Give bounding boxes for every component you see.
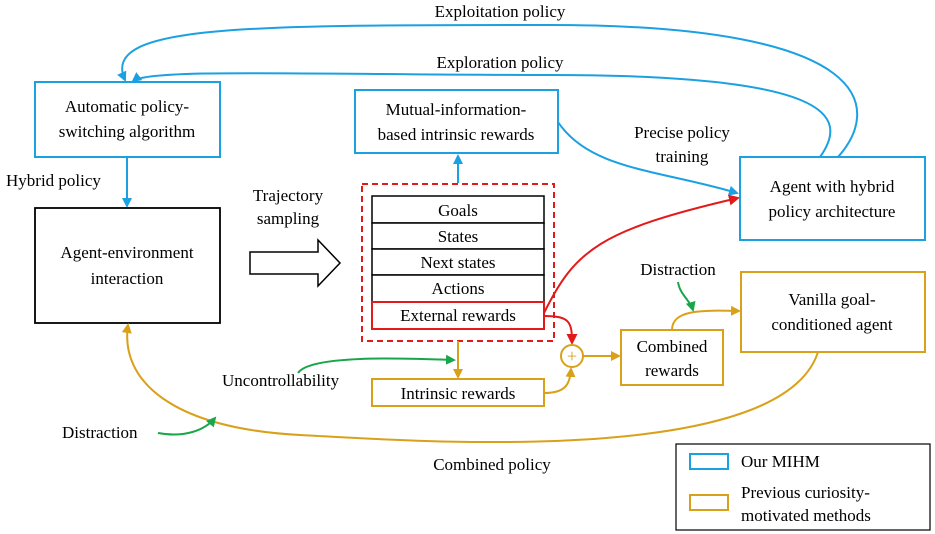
- precise-training-arrow: [557, 121, 739, 196]
- exploration-policy-arrow: [131, 72, 832, 158]
- legend-label-mihm: Our MIHM: [741, 452, 820, 471]
- hybrid-agent-box: Agent with hybrid policy architecture: [739, 156, 926, 241]
- buffer-row-goals: Goals: [438, 201, 478, 220]
- distraction-left-arrow: [157, 416, 217, 436]
- agent-env-line-2: interaction: [91, 269, 164, 288]
- agent-env-line-1: Agent-environment: [60, 243, 193, 262]
- vanilla-agent-line-1: Vanilla goal-: [788, 290, 876, 309]
- combined-policy-label: Combined policy: [433, 455, 551, 474]
- legend: Our MIHM Previous curiosity- motivated m…: [675, 443, 931, 531]
- exploration-policy-label: Exploration policy: [436, 53, 564, 72]
- hybrid-policy-label: Hybrid policy: [6, 171, 101, 190]
- distraction-right-arrow: [677, 281, 696, 312]
- uncontrollability-arrow: [297, 354, 456, 374]
- vanilla-agent-line-2: conditioned agent: [771, 315, 893, 334]
- policy-switching-line-1: Automatic policy-: [65, 97, 190, 116]
- hybrid-agent-line-1: Agent with hybrid: [770, 177, 895, 196]
- combined-rewards-box: Combined rewards: [620, 329, 724, 386]
- external-to-plus-arrow: [543, 315, 578, 345]
- trajectory-sampling-arrow: [249, 238, 342, 288]
- uncontrollability-label: Uncontrollability: [222, 371, 340, 390]
- buffer-row-actions: Actions: [432, 279, 485, 298]
- exploitation-policy-label: Exploitation policy: [435, 2, 566, 21]
- combined-policy-arrow: [121, 323, 819, 444]
- buffer-row-states: States: [438, 227, 479, 246]
- legend-swatch-orange: [689, 494, 729, 511]
- precise-label-line-1: Precise policy: [634, 123, 730, 142]
- buffer-row-external-rewards: External rewards: [400, 306, 516, 325]
- combined-to-vanilla-arrow: [671, 305, 741, 331]
- replay-buffer: Goals States Next states Actions Externa…: [361, 183, 555, 342]
- legend-label-previous-line-1: Previous curiosity-: [741, 483, 870, 502]
- hybrid-agent-line-2: policy architecture: [769, 202, 896, 221]
- sum-symbol: +: [567, 346, 577, 366]
- sum-node: +: [560, 344, 584, 368]
- intrinsic-rewards-label: Intrinsic rewards: [401, 384, 516, 403]
- mi-rewards-box: Mutual-information- based intrinsic rewa…: [354, 89, 559, 154]
- combined-rewards-line-2: rewards: [645, 361, 699, 380]
- policy-switching-line-2: switching algorithm: [59, 122, 195, 141]
- policy-switching-box: Automatic policy- switching algorithm: [34, 81, 221, 158]
- mi-rewards-line-1: Mutual-information-: [386, 100, 527, 119]
- trajectory-label-line-1: Trajectory: [253, 186, 324, 205]
- vanilla-agent-box: Vanilla goal- conditioned agent: [740, 271, 926, 353]
- exploitation-policy-arrow: [117, 23, 859, 158]
- distraction-right-label: Distraction: [640, 260, 716, 279]
- buffer-row-next-states: Next states: [420, 253, 495, 272]
- mi-rewards-line-2: based intrinsic rewards: [378, 125, 535, 144]
- agent-environment-box: Agent-environment interaction: [34, 207, 221, 324]
- intrinsic-rewards-box: Intrinsic rewards: [371, 378, 545, 407]
- precise-label-line-2: training: [656, 147, 709, 166]
- trajectory-label-line-2: sampling: [257, 209, 320, 228]
- combined-rewards-line-1: Combined: [637, 337, 708, 356]
- external-to-hybrid-arrow: [543, 194, 740, 314]
- legend-swatch-blue: [689, 453, 729, 470]
- legend-label-previous-line-2: motivated methods: [741, 506, 871, 525]
- intrinsic-to-plus-arrow: [543, 367, 576, 394]
- distraction-left-label: Distraction: [62, 423, 138, 442]
